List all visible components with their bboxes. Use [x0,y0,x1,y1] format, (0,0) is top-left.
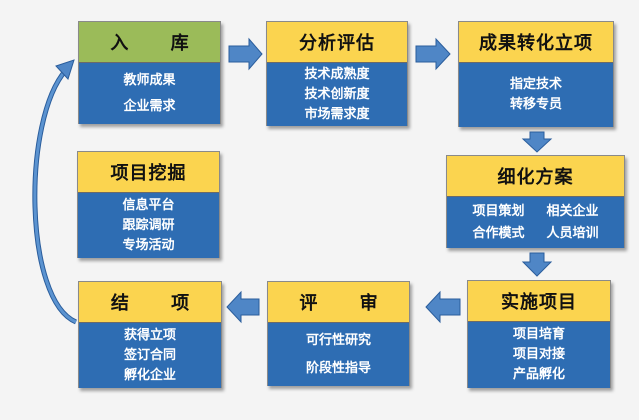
node-xihua-item: 人员培训 [546,225,599,241]
node-ruku-title: 入 库 [79,22,220,63]
node-jiexiang-item: 获得立项 [123,327,176,343]
node-shishi-title: 实施项目 [468,281,610,322]
node-xihua-item: 项目策划 [472,203,525,219]
node-xihua-item: 合作模式 [472,225,525,241]
arrow-right-icon [415,37,451,71]
loop-back-arrow-icon [33,69,77,324]
node-jiexiang-title: 结 项 [79,282,221,323]
node-ruku: 入 库 教师成果 企业需求 [78,21,221,124]
node-chengguo-item: 指定技术 [509,77,562,92]
node-xiangmu-wajue-item: 跟踪调研 [122,217,175,233]
node-chengguo-body: 指定技术 转移专员 [459,63,613,127]
node-xihua: 细化方案 项目策划 相关企业 合作模式 人员培训 [446,155,625,248]
loop-back-arrow-icon [32,68,78,325]
node-xiangmu-wajue-item: 专场活动 [122,237,175,253]
node-xihua-row: 项目策划 相关企业 [472,201,598,223]
node-chengguo: 成果转化立项 指定技术 转移专员 [458,21,614,127]
arrow-down-icon [521,252,553,277]
node-fenxi: 分析评估 技术成熟度 技术创新度 市场需求度 [266,21,408,126]
node-jiexiang-item: 孵化企业 [123,367,176,383]
node-fenxi-item: 技术成熟度 [304,66,370,82]
node-pingshen-title: 评 审 [268,282,409,323]
node-jiexiang-item: 签订合同 [123,347,176,363]
node-fenxi-body: 技术成熟度 技术创新度 市场需求度 [267,63,407,126]
node-xiangmu-wajue-item: 信息平台 [122,197,175,213]
arrow-down-icon [521,131,553,153]
node-chengguo-item: 转移专员 [509,97,562,112]
arrow-left-icon [226,290,260,324]
node-shishi-body: 项目培育 项目对接 产品孵化 [468,322,610,388]
node-jiexiang: 结 项 获得立项 签订合同 孵化企业 [78,281,222,388]
node-xihua-body: 项目策划 相关企业 合作模式 人员培训 [447,197,624,248]
arrow-left-icon [425,290,461,324]
node-pingshen-item: 阶段性指导 [305,360,371,376]
loop-arrowhead-icon [55,59,75,80]
node-shishi: 实施项目 项目培育 项目对接 产品孵化 [467,280,611,388]
node-fenxi-item: 技术创新度 [304,86,370,102]
node-ruku-item: 教师成果 [123,72,176,88]
node-fenxi-title: 分析评估 [267,22,407,63]
node-jiexiang-body: 获得立项 签订合同 孵化企业 [79,323,221,388]
node-shishi-item: 项目对接 [512,347,565,362]
node-ruku-body: 教师成果 企业需求 [79,63,220,124]
node-fenxi-item: 市场需求度 [304,106,370,122]
node-shishi-item: 产品孵化 [512,367,565,382]
node-ruku-item: 企业需求 [123,98,176,114]
node-xihua-row: 合作模式 人员培训 [472,223,598,245]
node-shishi-item: 项目培育 [512,327,565,342]
node-xiangmu-wajue-body: 信息平台 跟踪调研 专场活动 [78,193,219,258]
node-pingshen-item: 可行性研究 [305,332,371,348]
node-xihua-item: 相关企业 [546,203,599,219]
node-pingshen-body: 可行性研究 阶段性指导 [268,323,409,386]
node-pingshen: 评 审 可行性研究 阶段性指导 [267,281,410,386]
node-xiangmu-wajue: 项目挖掘 信息平台 跟踪调研 专场活动 [77,151,220,258]
node-xiangmu-wajue-title: 项目挖掘 [78,152,219,193]
node-chengguo-title: 成果转化立项 [459,22,613,63]
node-xihua-title: 细化方案 [447,156,624,197]
arrow-right-icon [228,37,263,71]
